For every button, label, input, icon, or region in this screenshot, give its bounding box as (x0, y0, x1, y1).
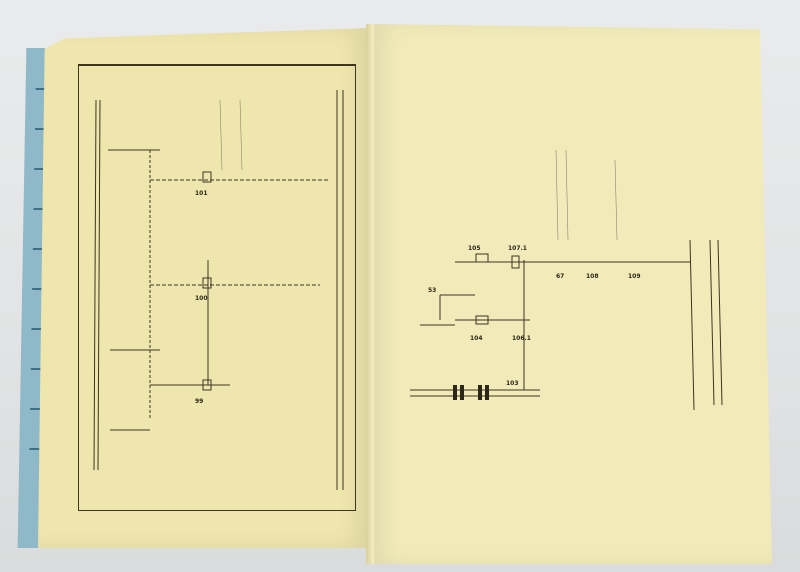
label-100: 100 (195, 295, 208, 302)
label-109: 109 (628, 273, 641, 280)
schematic-frame (78, 64, 356, 511)
label-103: 103 (506, 380, 519, 387)
label-104: 104 (470, 335, 483, 342)
right-page (370, 24, 772, 564)
label-67: 67 (556, 273, 564, 280)
label-108: 108 (586, 273, 599, 280)
label-106-1: 106.1 (512, 335, 531, 342)
label-99: 99 (195, 398, 203, 405)
page-fold (366, 24, 374, 564)
label-105: 105 (468, 245, 481, 252)
label-107-1: 107.1 (508, 245, 527, 252)
label-53: 53 (428, 287, 436, 294)
label-101: 101 (195, 190, 208, 197)
